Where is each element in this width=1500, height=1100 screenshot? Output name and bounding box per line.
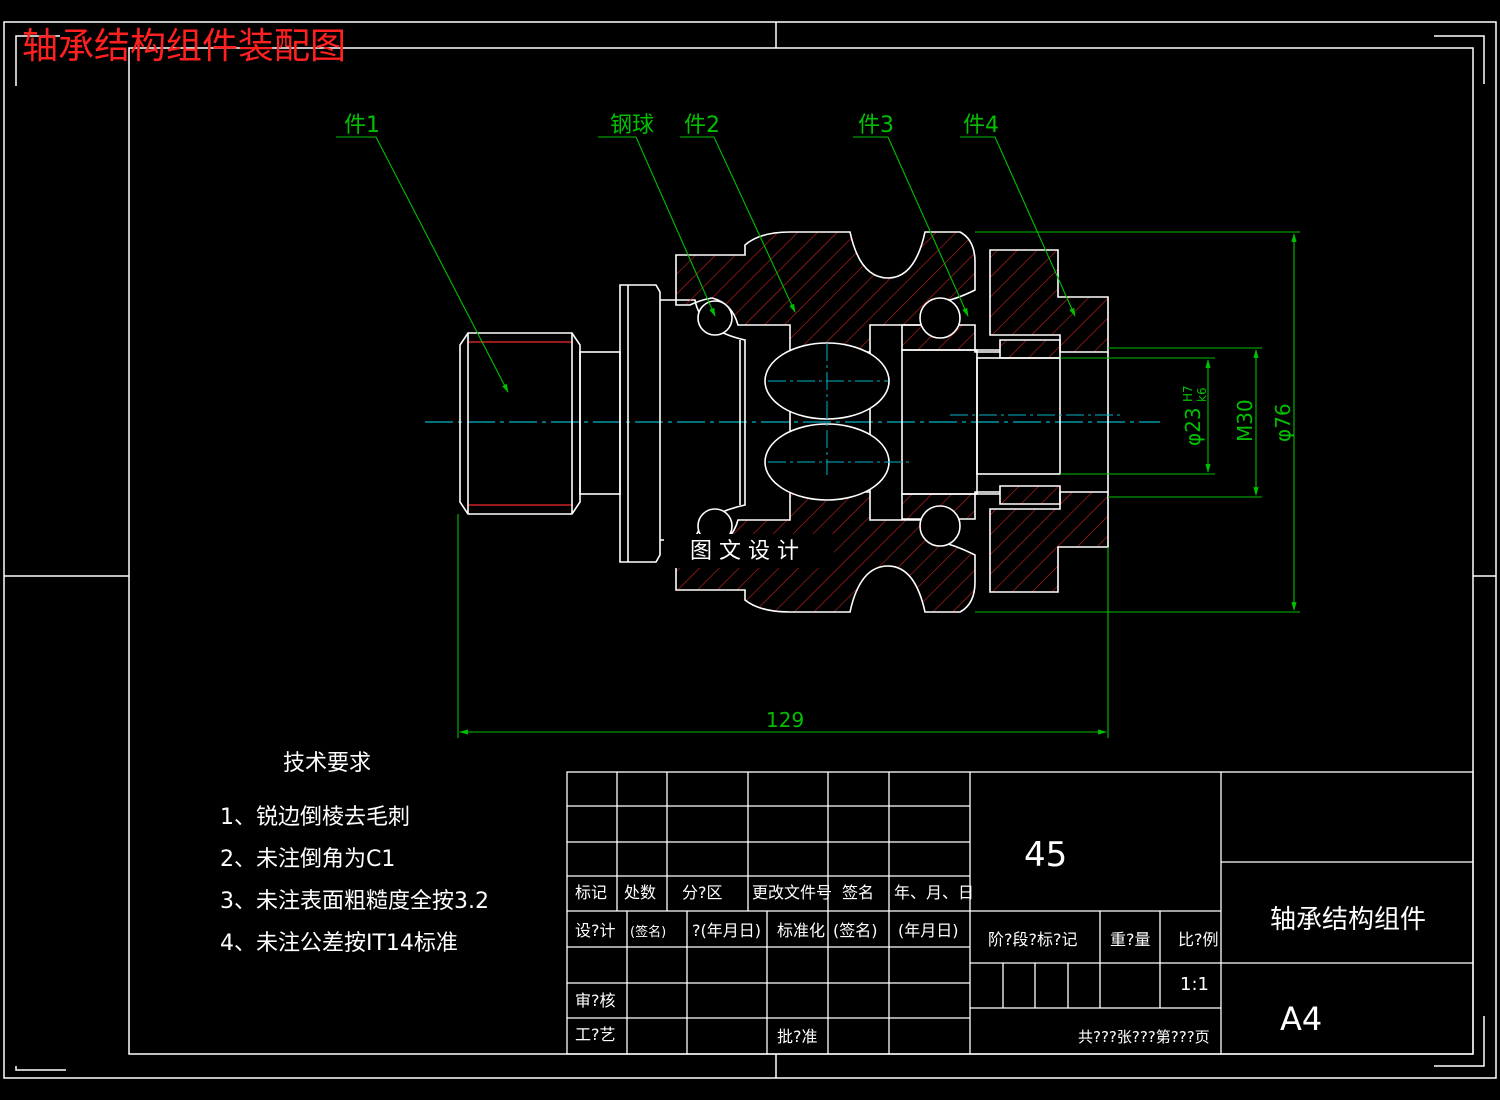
tech-req-item: 3、未注表面粗糙度全按3.2 <box>220 889 489 914</box>
dim-d23-label: φ23 <box>1181 407 1205 446</box>
dim-d76-label: φ76 <box>1271 403 1295 442</box>
leader-part-3 <box>853 136 969 317</box>
label-weight: 重?量 <box>1110 930 1151 949</box>
callout-part-3: 件3 <box>858 113 894 138</box>
callout-part-1: 件1 <box>344 113 380 138</box>
part-name: 轴承结构组件 <box>1270 905 1426 935</box>
nut-part-4-upper <box>989 249 1109 353</box>
callout-part-2: 件2 <box>684 113 720 138</box>
leader-ball <box>598 136 716 317</box>
leader-part-4 <box>960 136 1076 317</box>
callout-labels: 件1 钢球 件2 件3 件4 <box>344 113 999 138</box>
callout-ball: 钢球 <box>610 113 654 138</box>
technical-requirements: 技术要求 1、锐边倒棱去毛刺 2、未注倒角为C1 3、未注表面粗糙度全按3.2 … <box>220 751 489 956</box>
title-block-text: 45 轴承结构组件 A4 1:1 标记 处数 分?区 更改文件号 签名 年、月、… <box>575 835 1426 1046</box>
leader-part-2 <box>680 136 796 313</box>
sheet-size: A4 <box>1280 1000 1322 1038</box>
label-approve: 批?准 <box>777 1027 818 1046</box>
orientation-mark-bottom-right <box>1434 1016 1485 1067</box>
label-review: 审?核 <box>575 991 616 1010</box>
callout-part-4: 件4 <box>963 113 999 138</box>
label-change-doc: 更改文件号 <box>752 883 832 902</box>
tech-req-heading: 技术要求 <box>283 751 371 776</box>
label-sign-paren-2: (签名) <box>833 921 878 940</box>
label-sheets: 共???张???第???页 <box>1078 1028 1210 1046</box>
watermark-bg <box>664 534 834 568</box>
label-design: 设?计 <box>575 921 616 940</box>
steel-ball <box>697 300 733 336</box>
label-sign: 签名 <box>842 883 874 902</box>
dim-d23-fit-lower: k6 <box>1195 387 1209 402</box>
tech-req-item: 1、锐边倒棱去毛刺 <box>220 805 410 830</box>
shaft-collar <box>660 299 746 541</box>
dimension-lines <box>457 231 1300 738</box>
outer-border <box>3 21 1497 1079</box>
label-count: 处数 <box>624 883 656 902</box>
callout-leaders <box>336 136 1076 393</box>
steel-ball <box>919 505 961 547</box>
label-sign-paren: (签名) <box>630 924 666 940</box>
housing-upper-section <box>675 231 976 353</box>
label-ratio: 比?例 <box>1178 930 1219 949</box>
label-date-paren-2: (年月日) <box>898 921 959 940</box>
shaft-neck <box>579 351 621 495</box>
nut-part-4-lower <box>989 491 1109 593</box>
housing-sections <box>675 231 1109 613</box>
leader-part-1 <box>336 136 509 393</box>
label-mark: 标记 <box>575 883 607 902</box>
shaft-threaded-end <box>459 332 581 515</box>
label-standardize: 标准化 <box>777 921 825 940</box>
tech-req-item: 2、未注倒角为C1 <box>220 847 395 872</box>
label-process: 工?艺 <box>575 1025 616 1044</box>
orientation-mark-bottom-left <box>15 1066 66 1071</box>
scale-value: 1:1 <box>1180 974 1209 995</box>
title-block <box>566 771 1474 1055</box>
label-ymd: 年、月、日 <box>894 883 974 902</box>
shaft-flange <box>619 284 661 563</box>
title-block-outline <box>566 771 1474 1055</box>
steel-ball <box>919 297 961 339</box>
label-date-paren: ?(年月日) <box>692 921 761 940</box>
inner-bore-right <box>976 357 1061 475</box>
watermark-text: 图 文 设 计 <box>690 539 799 564</box>
label-stage-mark: 阶?段?标?记 <box>988 930 1077 949</box>
tech-req-item: 4、未注公差按IT14标准 <box>220 931 458 956</box>
roller-centerlines <box>768 343 1120 475</box>
orientation-mark-top-right <box>1434 35 1485 84</box>
drawing-title: 轴承结构组件装配图 <box>22 26 346 67</box>
material-value: 45 <box>1024 835 1067 875</box>
label-zone: 分?区 <box>682 883 723 902</box>
orientation-mark-top-left <box>15 35 60 86</box>
dim-length-label: 129 <box>766 708 804 732</box>
dim-d23-fit-upper: H7 <box>1181 385 1195 402</box>
dimension-labels: 129 φ23 H7 k6 M30 φ76 <box>766 385 1295 732</box>
dim-m30-label: M30 <box>1233 399 1257 442</box>
